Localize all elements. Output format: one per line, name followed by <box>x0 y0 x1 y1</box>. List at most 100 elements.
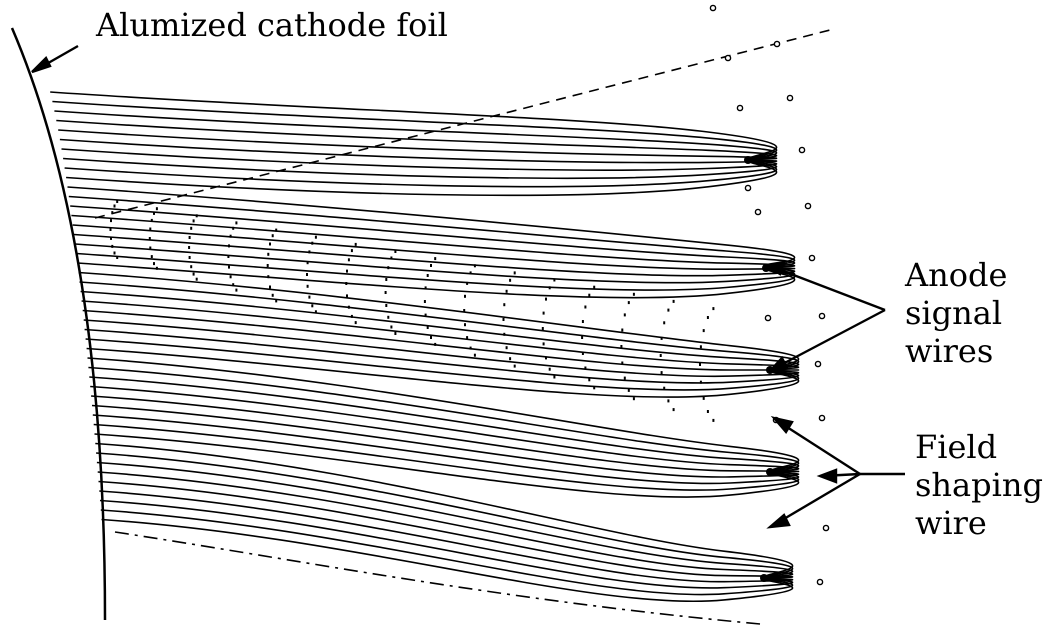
field-line <box>54 110 778 161</box>
field-line <box>79 281 800 371</box>
isochrone-dot <box>712 307 715 311</box>
isochrone-dot <box>195 277 198 281</box>
field-shaping-wire <box>709 4 717 12</box>
isochrone-dot <box>627 301 630 305</box>
field-line <box>96 452 794 579</box>
isochrone-dot <box>466 281 469 285</box>
field-shaping-wire <box>798 146 806 154</box>
isochrone-dot <box>266 264 269 267</box>
isochrone-dot <box>271 293 274 297</box>
field-line <box>99 490 794 583</box>
isochrone-dot <box>275 299 278 303</box>
isochrone-dot <box>699 363 701 366</box>
isochrone-dot <box>394 332 397 335</box>
wires <box>744 156 774 582</box>
isochrone-dot <box>235 288 238 292</box>
isochrone-dot <box>308 295 311 299</box>
field-line <box>81 300 800 371</box>
isochrone-dot <box>434 342 437 346</box>
field-line <box>93 423 800 491</box>
field-line <box>77 262 796 299</box>
isochrone-dot <box>311 304 314 308</box>
isochrone-dot <box>195 214 198 218</box>
isochrone-dot <box>588 378 591 382</box>
isochrone-dot <box>430 336 432 339</box>
field-line <box>95 442 794 579</box>
field-label-line-2: shaping <box>915 466 1043 504</box>
isochrone-dot <box>584 305 587 309</box>
field-label-line-3: wire <box>915 504 987 542</box>
field-pointer-upper <box>775 418 861 476</box>
isochrone-dot <box>623 313 626 317</box>
isochrone-dot <box>269 285 271 289</box>
isochrone-dot <box>503 332 506 336</box>
field-line <box>94 433 800 498</box>
field-line <box>83 319 800 378</box>
field-line <box>66 159 778 197</box>
isochrone-dot <box>545 356 547 360</box>
isochrone-dot <box>426 274 429 277</box>
isochrone-dot <box>672 299 675 303</box>
isochrone-dot <box>113 251 116 255</box>
isochrone-dot <box>621 328 624 332</box>
field-shaping-wire <box>822 524 830 532</box>
anode-pointer-upper <box>769 264 886 312</box>
field-line <box>59 138 778 164</box>
field-line <box>100 509 794 596</box>
isochrone-dot <box>155 207 158 211</box>
isochrone-dot <box>116 200 119 203</box>
isochrone-dot <box>155 266 158 270</box>
isochrone-dot <box>110 236 112 240</box>
isochrone-dot <box>627 388 630 392</box>
isochrone-dot <box>394 250 397 253</box>
cathode-foil <box>10 27 107 621</box>
isochrone-dot <box>545 297 547 301</box>
anode-wire <box>760 574 768 582</box>
isochrone-dot <box>308 250 311 254</box>
field-shaping-wire <box>744 184 752 192</box>
field-shaping-wire-label: Field shaping wire <box>915 428 1043 542</box>
isochrone-dot <box>542 342 545 346</box>
field-pointer-head-upper <box>770 416 794 435</box>
field-shaping-wire <box>814 360 822 368</box>
field-shaping-wire <box>764 314 772 322</box>
isochrone-dot <box>192 272 195 276</box>
anode-label-line-1: Anode <box>905 256 1008 294</box>
isochrone-dot <box>541 327 544 330</box>
field-line <box>56 119 778 161</box>
field-line <box>90 385 800 473</box>
cathode-pointer-head <box>31 55 52 74</box>
isochrone-dot <box>188 246 191 249</box>
isochrone-dot <box>620 345 623 348</box>
isochrone-dot <box>663 321 666 325</box>
isochrone-dot <box>593 386 596 390</box>
isochrone-dot <box>314 235 317 239</box>
isochrone-dot <box>150 255 153 259</box>
field-line <box>68 195 796 269</box>
field-pointer-head-lower <box>766 513 791 529</box>
isochrone-dot <box>509 278 512 282</box>
isochrone-dot <box>148 237 151 240</box>
field-line <box>91 395 800 473</box>
isochrone-dot <box>190 265 193 269</box>
field-line <box>50 91 778 161</box>
isochrone-dot <box>621 361 624 365</box>
isochrone-dot <box>593 285 596 289</box>
isochrone-dot <box>513 364 516 368</box>
field-line <box>92 414 800 485</box>
isochrone-dot <box>354 321 357 325</box>
field-line <box>71 214 796 269</box>
isochrone-dot <box>192 219 195 223</box>
isochrone-dot <box>350 249 353 253</box>
isochrone-dot <box>699 345 702 349</box>
field-line <box>85 338 800 391</box>
field-line <box>99 499 794 589</box>
field-label-line-1: Field <box>915 428 998 466</box>
isochrone-dot <box>149 227 152 231</box>
isochrone-dot <box>235 221 238 225</box>
isochrone-dot <box>188 256 191 259</box>
isochrone-dot <box>232 226 235 230</box>
field-line <box>70 205 796 269</box>
